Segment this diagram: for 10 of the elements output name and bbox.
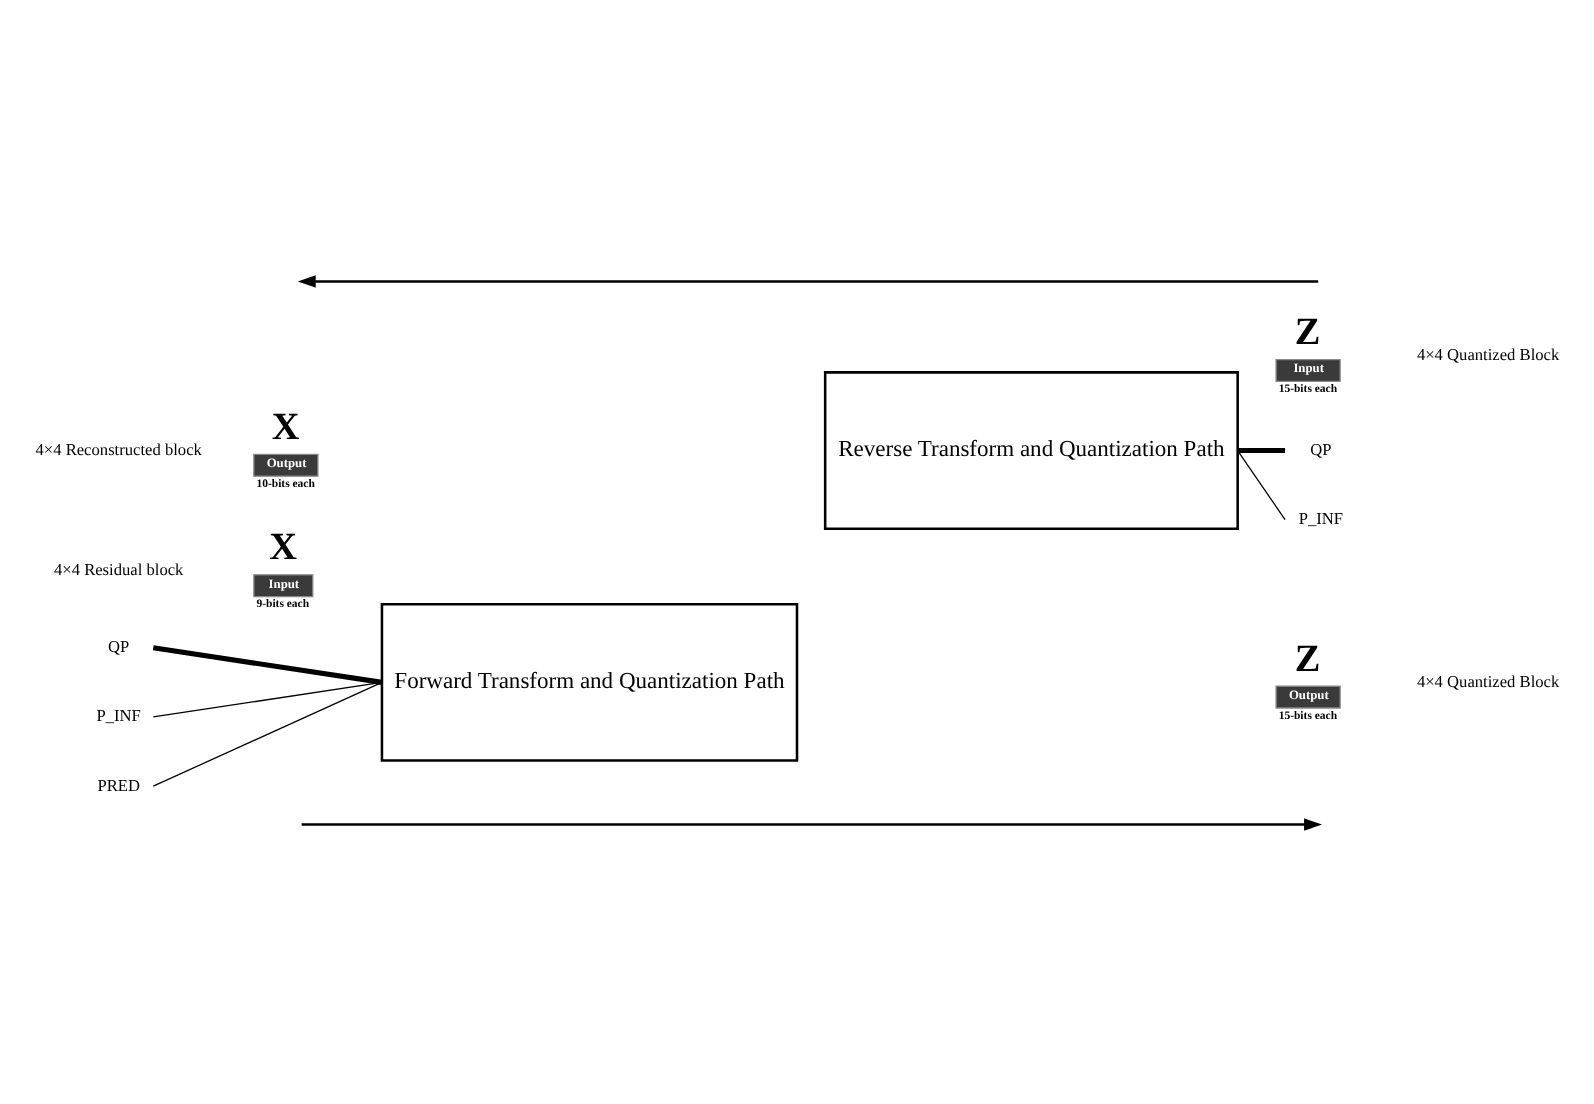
connector [152,644,383,684]
connector [152,680,383,786]
connector [1237,446,1286,453]
node-label: Z [1294,311,1321,354]
connector [1237,448,1286,520]
node-label: Z [1294,637,1321,680]
node-box: Forward Transform and Quantization Path [380,601,799,761]
node-box: Reverse Transform and Quantization Path [823,370,1239,529]
node-label: X [271,405,300,448]
node-label: X [269,526,297,569]
